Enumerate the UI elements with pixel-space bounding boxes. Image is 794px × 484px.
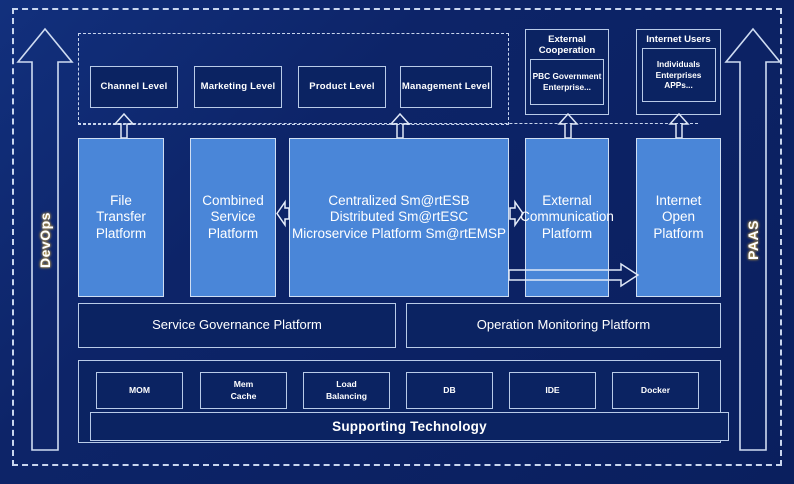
platform-combined-service[interactable]: Combined Service Platform: [190, 138, 276, 297]
core-bus-up-arrow: [389, 112, 411, 139]
platform-line: External: [542, 192, 592, 208]
tech-line: IDE: [545, 384, 560, 395]
platform-line: Transfer: [96, 209, 146, 225]
platform-line: Communication: [520, 209, 614, 225]
tech-line: MOM: [128, 384, 150, 395]
tech-box-mem-cache[interactable]: Mem Cache: [200, 372, 287, 409]
platform-line: Platform: [207, 225, 259, 241]
tech-box-db[interactable]: DB: [406, 372, 493, 409]
external-comm-up-arrow: [557, 112, 579, 139]
external-cooperation-detail-box: PBC Government Enterprise...: [530, 59, 604, 106]
platform-line: File: [110, 192, 132, 208]
core-to-internet-open-arrow: [508, 262, 640, 288]
platform-line: Combined: [202, 192, 264, 208]
core-to-external-comm-arrow: [509, 199, 524, 228]
platform-line: Platform: [541, 225, 593, 241]
tech-line: Balancing: [325, 390, 368, 401]
supporting-technology-banner[interactable]: Supporting Technology: [90, 412, 729, 441]
level-label: Channel Level: [100, 80, 168, 92]
level-label: Product Level: [309, 80, 375, 92]
platform-file-transfer[interactable]: File Transfer Platform: [78, 138, 164, 297]
tech-line: Cache: [230, 390, 257, 401]
external-cooperation-title: External Cooperation: [538, 34, 596, 57]
consumer-levels-group: [78, 33, 509, 125]
tech-box-ide[interactable]: IDE: [509, 372, 596, 409]
external-cooperation-box[interactable]: External Cooperation PBC Government Ente…: [525, 29, 609, 115]
bar-operation-monitoring[interactable]: Operation Monitoring Platform: [406, 303, 721, 348]
platform-line: Distributed Sm@rtESC: [329, 209, 469, 225]
internet-users-title: Internet Users: [646, 34, 711, 45]
bar-label: Service Governance Platform: [152, 317, 322, 333]
platform-line: Open: [661, 209, 695, 225]
devops-arrow-label: DevOps: [37, 211, 53, 268]
internet-users-box[interactable]: Internet Users Individuals Enterprises A…: [636, 29, 721, 115]
tech-box-load-balancing[interactable]: Load Balancing: [303, 372, 390, 409]
level-label: Management Level: [401, 80, 491, 92]
layer-separator-dashed-line: [78, 123, 698, 124]
paas-arrow: PAAS: [724, 27, 782, 452]
platform-line: Microservice Platform Sm@rtEMSP: [292, 225, 506, 241]
core-to-combined-arrow: [276, 199, 290, 228]
devops-arrow: DevOps: [16, 27, 74, 452]
internet-users-detail: Individuals Enterprises APPs...: [655, 58, 702, 91]
tech-line: Docker: [640, 384, 671, 395]
platform-line: Platform: [653, 225, 704, 241]
file-transfer-up-arrow: [113, 112, 135, 139]
platform-line: Service: [210, 209, 256, 225]
tech-box-docker[interactable]: Docker: [612, 372, 699, 409]
external-cooperation-detail: PBC Government Enterprise...: [532, 71, 602, 93]
outer-boundary: [12, 8, 782, 466]
level-box-marketing[interactable]: Marketing Level: [194, 66, 282, 108]
platform-line: Platform: [95, 225, 147, 241]
internet-open-up-arrow: [668, 112, 690, 139]
platform-line: Internet: [655, 192, 702, 208]
tech-line: Mem: [233, 379, 254, 390]
bar-label: Operation Monitoring Platform: [476, 317, 651, 333]
internet-users-detail-box: Individuals Enterprises APPs...: [641, 48, 716, 103]
supporting-technology-label: Supporting Technology: [332, 418, 487, 434]
level-box-channel[interactable]: Channel Level: [90, 66, 178, 108]
level-box-product[interactable]: Product Level: [298, 66, 386, 108]
bar-service-governance[interactable]: Service Governance Platform: [78, 303, 396, 348]
level-box-management[interactable]: Management Level: [400, 66, 492, 108]
platform-line: Centralized Sm@rtESB: [328, 192, 470, 208]
paas-arrow-label: PAAS: [745, 219, 761, 260]
tech-box-mom[interactable]: MOM: [96, 372, 183, 409]
platform-internet-open[interactable]: Internet Open Platform: [636, 138, 721, 297]
tech-line: Load: [336, 379, 357, 390]
tech-line: DB: [443, 384, 456, 395]
platform-core-bus[interactable]: Centralized Sm@rtESB Distributed Sm@rtES…: [289, 138, 509, 297]
level-label: Marketing Level: [200, 80, 276, 92]
